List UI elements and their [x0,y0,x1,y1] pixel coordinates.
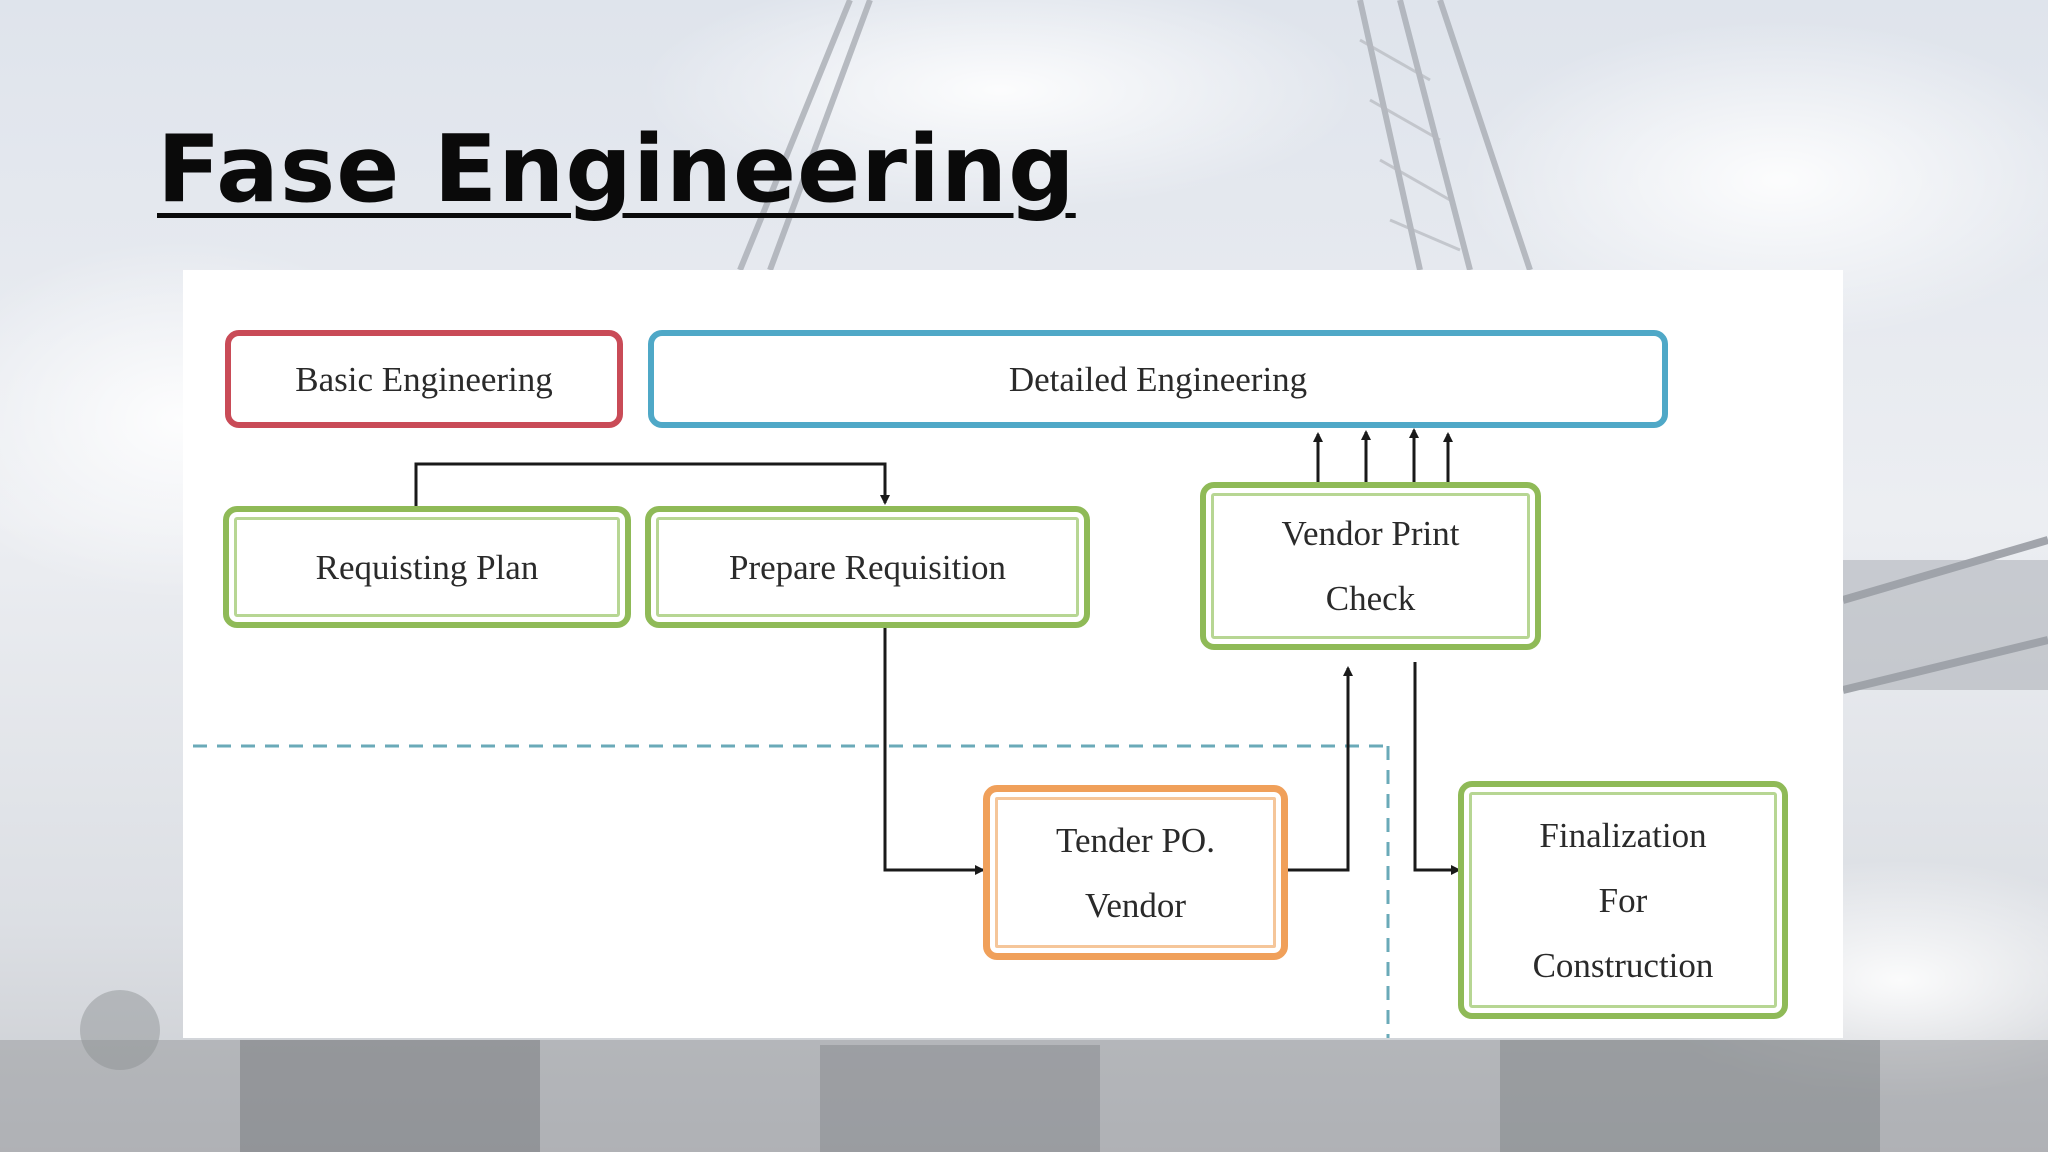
node-vendor-print-check-label: Vendor Print Check [1281,514,1460,618]
node-requisting-plan-label: Requisting Plan [315,547,539,587]
node-detailed-engineering-label: Detailed Engineering [1008,359,1308,399]
node-tender-po-vendor: Tender PO. Vendor [983,785,1288,960]
node-vendor-print-check: Vendor Print Check [1200,482,1541,650]
node-prepare-requisition-label: Prepare Requisition [728,547,1007,587]
node-basic-engineering: Basic Engineering [225,330,623,428]
connector-lines [193,428,1461,1038]
node-basic-engineering-label: Basic Engineering [295,359,553,399]
arrow-tender-to-vendor-check [1286,666,1353,872]
arrow-prepare-to-tender [883,626,985,875]
slide-title: Fase Engineering [157,115,1076,223]
node-prepare-requisition: Prepare Requisition [645,506,1090,628]
arrow-vendor-check-to-finalization [1413,662,1461,875]
node-detailed-engineering: Detailed Engineering [648,330,1668,428]
node-finalization-label: Finalization For Construction [1532,815,1714,985]
node-requisting-plan: Requisting Plan [223,506,631,628]
node-tender-po-vendor-label: Tender PO. Vendor [1056,820,1215,925]
arrow-requisting-to-prepare [414,462,890,510]
node-finalization-for-construction: Finalization For Construction [1458,781,1788,1019]
flow-diagram: Basic Engineering Detailed Engineering R… [183,270,1843,1038]
